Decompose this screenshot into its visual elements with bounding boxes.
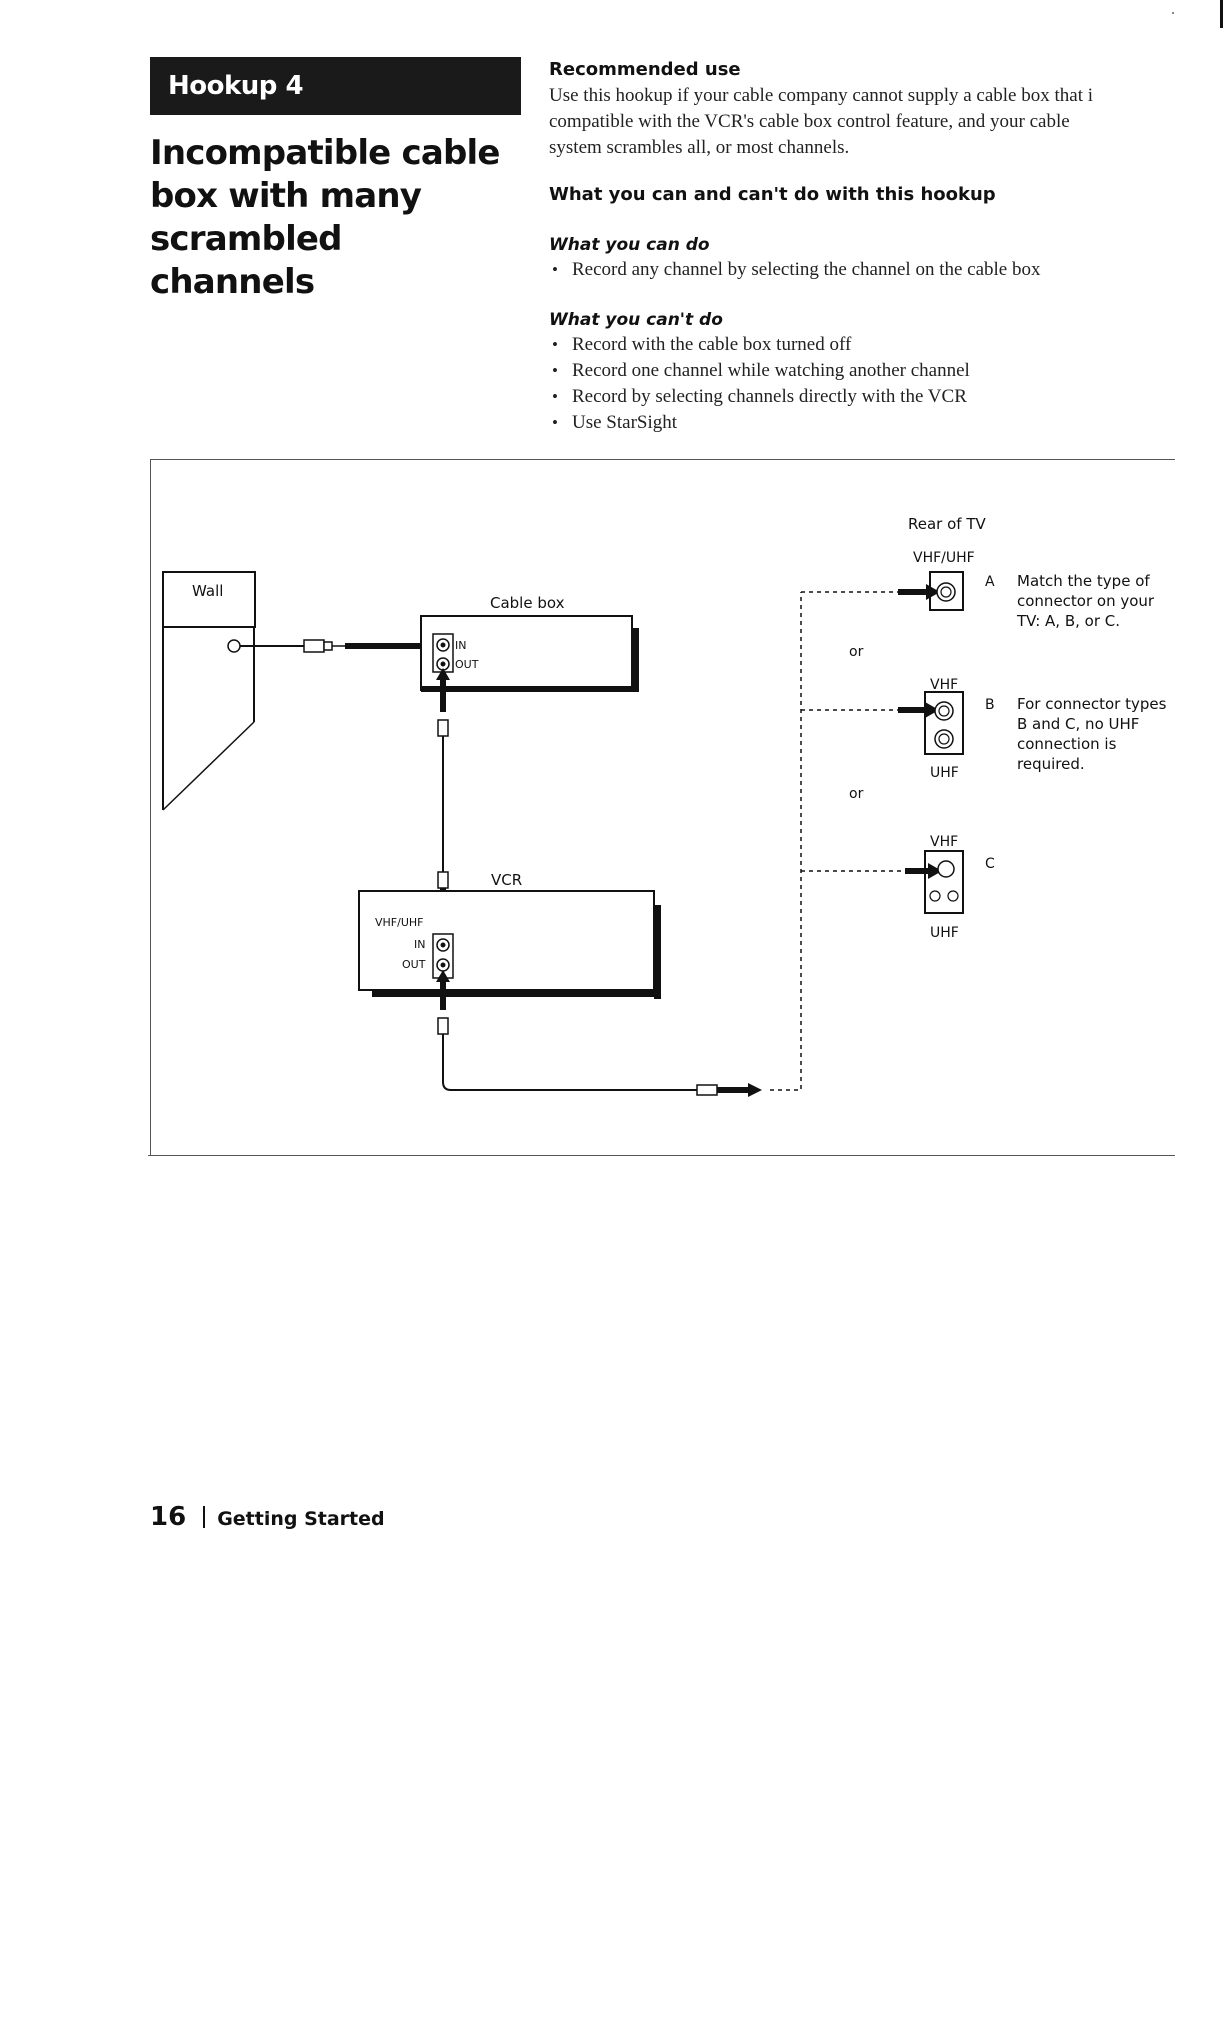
vcr-out-label: OUT: [402, 958, 426, 971]
list-item: Record by selecting channels directly wi…: [549, 384, 1189, 410]
cable-box-label: Cable box: [490, 594, 565, 612]
note-line: TV: A, B, or C.: [1017, 612, 1121, 630]
recommended-use-line: Use this hookup if your cable company ca…: [549, 85, 1094, 106]
tv-connector-c: VHF UHF C: [905, 834, 995, 941]
vcr-in-label: IN: [414, 938, 425, 951]
list-item: Record any channel by selecting the chan…: [549, 257, 1189, 283]
page-footer: 16 Getting Started: [150, 1502, 385, 1532]
list-item: Use StarSight: [549, 410, 1189, 436]
cant-do-heading: What you can't do: [549, 310, 723, 330]
can-do-section: What you can do Record any channel by se…: [549, 233, 1189, 283]
uhf-label: UHF: [930, 765, 959, 781]
coax-jack-icon: [934, 701, 954, 721]
or-label: or: [849, 644, 864, 660]
tv-connector-a: VHF/UHF A: [898, 550, 995, 611]
note-line: connector on your: [1017, 592, 1155, 610]
note-line: B and C, no UHF: [1017, 715, 1140, 733]
uhf-label: UHF: [930, 925, 959, 941]
coax-jack-icon: [934, 729, 954, 749]
vhf-label: VHF: [930, 834, 958, 850]
list-item: Record with the cable box turned off: [549, 332, 1189, 358]
diagram-top-rule: [150, 459, 1175, 460]
vhf-label: VHF: [930, 677, 958, 693]
hookup-diagram: Wall Cable box IN OUT: [162, 515, 995, 1097]
recommended-use-line: compatible with the VCR's cable box cont…: [549, 111, 1070, 132]
page-number: 16: [150, 1502, 187, 1532]
list-item: Record one channel while watching anothe…: [549, 358, 1189, 384]
recommended-use-line: system scrambles all, or most channels.: [549, 137, 850, 158]
cable-box: Cable box IN OUT: [420, 594, 639, 692]
f-connector-icon: [437, 871, 449, 889]
note-line: For connector types: [1017, 695, 1167, 713]
page-title: Incompatible cable box with many scrambl…: [150, 133, 500, 302]
cable-box-in-label: IN: [455, 639, 466, 652]
or-label: or: [849, 786, 864, 802]
page-edge-mark: [1220, 0, 1223, 28]
footer-divider: [203, 1506, 206, 1528]
twin-lead-screw-icon: [929, 890, 941, 902]
wall-label: Wall: [192, 582, 223, 600]
vcr-label: VCR: [491, 871, 522, 889]
coax-jack-icon: [937, 860, 955, 878]
note-no-uhf: For connector types B and C, no UHF conn…: [1017, 694, 1166, 774]
diagram-left-rule: [150, 459, 151, 1156]
vcr-to-tv-cable: [436, 592, 802, 1097]
vhf-uhf-label: VHF/UHF: [913, 550, 975, 566]
recommended-use-heading: Recommended use: [549, 59, 741, 80]
can-do-heading: What you can do: [549, 235, 710, 255]
tv-connector-b: VHF UHF B: [898, 677, 995, 781]
note-line: connection is: [1017, 735, 1117, 753]
can-cant-heading: What you can and can't do with this hook…: [549, 184, 996, 205]
cant-do-section: What you can't do Record with the cable …: [549, 308, 1189, 436]
f-connector-icon: [437, 1017, 449, 1035]
type-a-label: A: [985, 574, 995, 590]
rear-of-tv-label: Rear of TV: [908, 515, 986, 533]
f-connector-icon: [303, 639, 325, 653]
type-b-label: B: [985, 697, 995, 713]
note-line: Match the type of: [1017, 572, 1150, 590]
section-name: Getting Started: [217, 1508, 385, 1530]
vcr: VCR VHF/UHF IN OUT: [358, 871, 661, 999]
wall: Wall: [162, 571, 256, 811]
wall-outlet-icon: [227, 639, 241, 653]
type-c-label: C: [985, 856, 995, 872]
hookup-banner: Hookup 4: [150, 57, 521, 115]
vcr-vhf-uhf-label: VHF/UHF: [375, 916, 423, 929]
wall-cable: [240, 638, 445, 654]
tv-branch-lines: [801, 591, 905, 872]
twin-lead-screw-icon: [947, 890, 959, 902]
diagram-bottom-rule: [148, 1155, 1175, 1156]
note-line: required.: [1017, 755, 1085, 773]
cable-box-out-label: OUT: [455, 658, 479, 671]
f-connector-icon: [696, 1084, 718, 1096]
f-connector-icon: [437, 719, 449, 737]
note-match-connector: Match the type of connector on your TV: …: [1017, 571, 1154, 631]
recommended-use-section: Recommended use Use this hookup if your …: [549, 57, 1189, 161]
scan-speck: [1172, 12, 1174, 14]
coax-jack-icon: [936, 582, 956, 602]
